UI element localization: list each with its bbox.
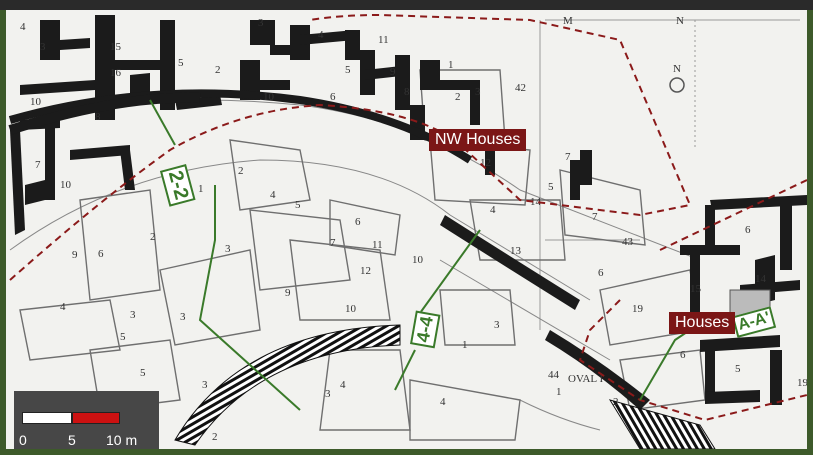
- svg-text:3: 3: [258, 17, 264, 29]
- svg-text:9: 9: [285, 287, 291, 299]
- svg-text:42: 42: [515, 82, 526, 94]
- svg-text:3: 3: [475, 86, 481, 98]
- svg-text:7: 7: [592, 211, 598, 223]
- svg-text:43: 43: [622, 236, 634, 248]
- north-letter: N: [673, 63, 681, 75]
- north-marker-icon: [669, 77, 685, 93]
- svg-text:1: 1: [556, 386, 562, 398]
- area-label-houses: Houses: [669, 312, 736, 334]
- svg-text:12: 12: [480, 157, 491, 169]
- svg-text:44: 44: [548, 369, 560, 381]
- scale-label-10m: 10 m: [106, 432, 138, 448]
- svg-text:9: 9: [72, 249, 78, 261]
- scale-label-5: 5: [68, 432, 76, 448]
- grid-letter-n: N: [676, 15, 684, 27]
- svg-text:5: 5: [140, 367, 146, 379]
- svg-text:10: 10: [30, 96, 42, 108]
- svg-text:5: 5: [735, 363, 741, 375]
- svg-text:3: 3: [180, 311, 186, 323]
- svg-text:7: 7: [565, 151, 571, 163]
- svg-text:3: 3: [202, 379, 208, 391]
- svg-text:3: 3: [130, 309, 136, 321]
- site-plan: M N N: [8, 13, 807, 449]
- svg-text:9: 9: [390, 66, 396, 78]
- svg-text:6: 6: [680, 349, 686, 361]
- svg-text:11: 11: [378, 34, 389, 46]
- svg-text:2: 2: [150, 231, 156, 243]
- oval-wall-hatched: [174, 324, 401, 446]
- svg-text:16: 16: [110, 67, 122, 79]
- svg-text:2: 2: [238, 165, 244, 177]
- svg-text:3: 3: [40, 41, 46, 53]
- svg-text:19: 19: [797, 377, 807, 389]
- svg-text:4: 4: [490, 204, 496, 216]
- scale-bar-panel: 0 5 10 m: [14, 391, 159, 449]
- scale-segment-red: [72, 412, 120, 424]
- dark-walls: [10, 15, 650, 410]
- svg-text:6: 6: [330, 91, 336, 103]
- area-boundaries: [9, 13, 807, 422]
- svg-text:6: 6: [745, 224, 751, 236]
- area-label-nw-houses: NW Houses: [429, 129, 527, 151]
- svg-text:2: 2: [215, 64, 221, 76]
- oval-label: OVAL I: [568, 373, 603, 385]
- svg-text:10: 10: [412, 254, 424, 266]
- svg-text:13: 13: [510, 245, 522, 257]
- svg-text:15: 15: [110, 41, 122, 53]
- svg-text:4: 4: [60, 301, 66, 313]
- svg-text:5: 5: [178, 57, 184, 69]
- svg-text:2: 2: [613, 396, 619, 408]
- svg-text:6: 6: [98, 248, 104, 260]
- svg-text:4: 4: [440, 396, 446, 408]
- svg-text:3: 3: [494, 319, 500, 331]
- street-wall-thick: [8, 92, 201, 135]
- svg-text:7: 7: [330, 237, 336, 249]
- svg-text:4: 4: [270, 189, 276, 201]
- svg-text:5: 5: [548, 181, 554, 193]
- svg-text:2: 2: [212, 431, 218, 443]
- svg-text:10: 10: [345, 303, 357, 315]
- svg-text:15: 15: [690, 283, 702, 295]
- svg-text:10: 10: [60, 179, 72, 191]
- scale-label-0: 0: [19, 432, 27, 448]
- svg-text:8: 8: [95, 111, 101, 123]
- svg-text:1: 1: [198, 183, 204, 195]
- top-strip: [0, 0, 813, 10]
- scale-segment-white: [22, 412, 72, 424]
- svg-text:4: 4: [318, 29, 324, 41]
- svg-text:4: 4: [340, 379, 346, 391]
- svg-text:6: 6: [355, 216, 361, 228]
- svg-text:5: 5: [295, 199, 301, 211]
- svg-text:4: 4: [20, 21, 26, 33]
- oval-wall-hatched-right: [608, 399, 716, 449]
- svg-text:5: 5: [120, 331, 126, 343]
- svg-text:14: 14: [530, 196, 542, 208]
- street-wall: [8, 89, 473, 164]
- svg-text:3: 3: [225, 243, 231, 255]
- svg-text:1: 1: [448, 59, 454, 71]
- svg-text:7: 7: [35, 159, 41, 171]
- svg-text:3: 3: [325, 388, 331, 400]
- svg-text:19: 19: [632, 303, 644, 315]
- svg-text:1: 1: [462, 339, 468, 351]
- svg-text:12: 12: [360, 265, 371, 277]
- svg-text:14: 14: [755, 273, 767, 285]
- svg-text:10: 10: [263, 91, 275, 103]
- svg-text:11: 11: [372, 239, 383, 251]
- svg-text:6: 6: [598, 267, 604, 279]
- svg-text:2: 2: [455, 91, 461, 103]
- grid-letter-m: M: [563, 15, 573, 27]
- svg-text:8: 8: [404, 86, 410, 98]
- svg-text:5: 5: [345, 64, 351, 76]
